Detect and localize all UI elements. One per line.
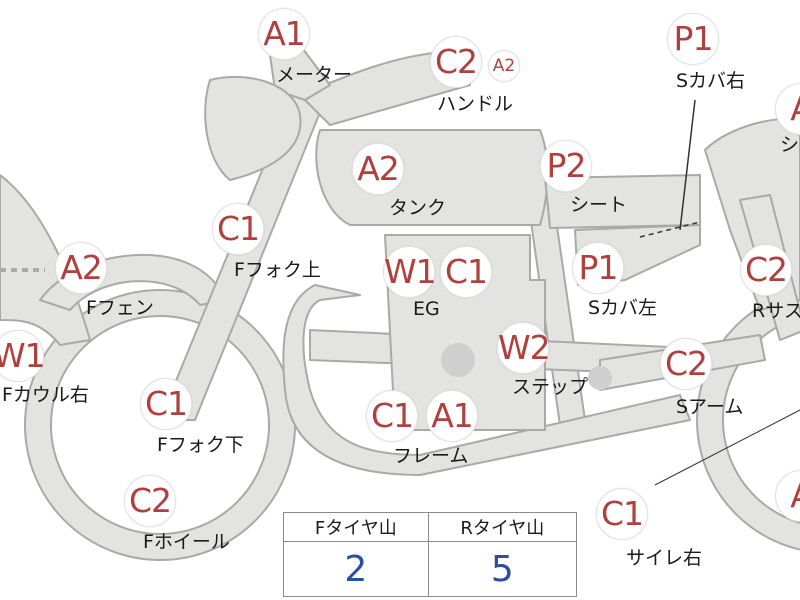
label-engine: EG [413, 298, 440, 320]
label-s-cover-right: Sカバ右 [676, 70, 746, 92]
header-front-tire: Fタイヤ山 [283, 512, 429, 542]
label-f-fender: Fフェン [86, 297, 154, 319]
frame-shape [282, 284, 691, 476]
label-tank: タンク [389, 197, 447, 219]
label-muffler-right: サイレ右 [626, 547, 703, 569]
label-meter: メーター [276, 64, 353, 86]
grade-badge-engine-secondary[interactable]: C1 [440, 246, 492, 298]
grade-badge-frame-secondary[interactable]: A1 [426, 390, 478, 442]
label-s-arm: Sアーム [676, 396, 744, 418]
label-frame: フレーム [393, 445, 469, 467]
grade-badge-handle-secondary[interactable]: A2 [488, 50, 520, 82]
label-s-cover-left: Sカバ左 [588, 297, 658, 319]
label-f-cowl-right: Fカウル右 [2, 384, 89, 406]
value-rear-tire[interactable]: 5 [427, 541, 578, 597]
label-handle: ハンドル [437, 93, 514, 115]
label-f-wheel: Fホイール [143, 531, 230, 553]
grade-badge-engine[interactable]: W1 [383, 246, 437, 298]
tire-tread-table: Fタイヤ山 Rタイヤ山 2 5 [283, 512, 578, 597]
grade-badge-step[interactable]: W2 [497, 322, 551, 374]
grade-badge-tank[interactable]: A2 [352, 143, 404, 195]
grade-badge-f-fork-lower[interactable]: C1 [140, 378, 192, 430]
grade-badge-s-cover-left[interactable]: P1 [572, 242, 624, 294]
label-f-fork-lower: Fフォク下 [157, 434, 244, 456]
label-seat: シート [570, 194, 628, 216]
label-step: ステップ [512, 376, 589, 398]
label-r-sus: Rサス [752, 300, 800, 322]
label-f-fork-upper: Fフォク上 [234, 259, 321, 281]
grade-badge-f-fender[interactable]: A2 [55, 242, 107, 294]
table-header-row: Fタイヤ山 Rタイヤ山 [283, 512, 578, 542]
grade-badge-handle[interactable]: C2 [430, 36, 482, 88]
grade-badge-meter[interactable]: A1 [258, 8, 310, 60]
grade-badge-f-wheel[interactable]: C2 [124, 475, 176, 527]
grade-badge-seat[interactable]: P2 [540, 140, 592, 192]
label-rear-partial: シ [780, 134, 800, 156]
grade-badge-s-cover-right[interactable]: P1 [667, 13, 719, 65]
grade-badge-muffler-right[interactable]: C1 [596, 488, 648, 540]
value-front-tire[interactable]: 2 [283, 541, 429, 597]
grade-badge-r-sus[interactable]: C2 [740, 244, 792, 296]
header-rear-tire: Rタイヤ山 [427, 512, 578, 542]
grade-badge-frame[interactable]: C1 [366, 390, 418, 442]
grade-badge-f-cowl-right[interactable]: W1 [0, 330, 46, 382]
grade-badge-f-fork-upper[interactable]: C1 [212, 203, 264, 255]
table-value-row: 2 5 [283, 541, 578, 597]
headlight-shape [204, 75, 302, 181]
grade-badge-s-arm[interactable]: C2 [660, 338, 712, 390]
